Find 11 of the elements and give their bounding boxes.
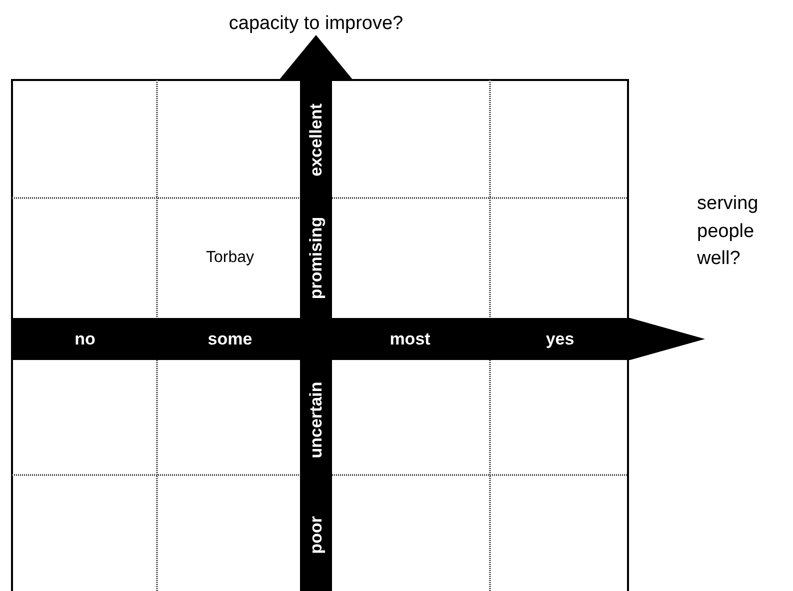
axis-tick-label: some [208, 330, 252, 348]
axis-tick-label: promising [308, 216, 324, 300]
axis-tick-label: poor [308, 516, 324, 554]
axis-tick-label: most [390, 330, 430, 348]
axis-tick-label: no [74, 330, 96, 348]
axis-title: capacity to improve? [228, 14, 404, 33]
axis-tick-label: excellent [308, 104, 324, 176]
cell-label: Torbay [206, 250, 254, 266]
axis-title: serving people well? [697, 192, 760, 272]
axis-tick-label: uncertain [308, 382, 324, 458]
axis-tick-label: yes [546, 330, 574, 348]
